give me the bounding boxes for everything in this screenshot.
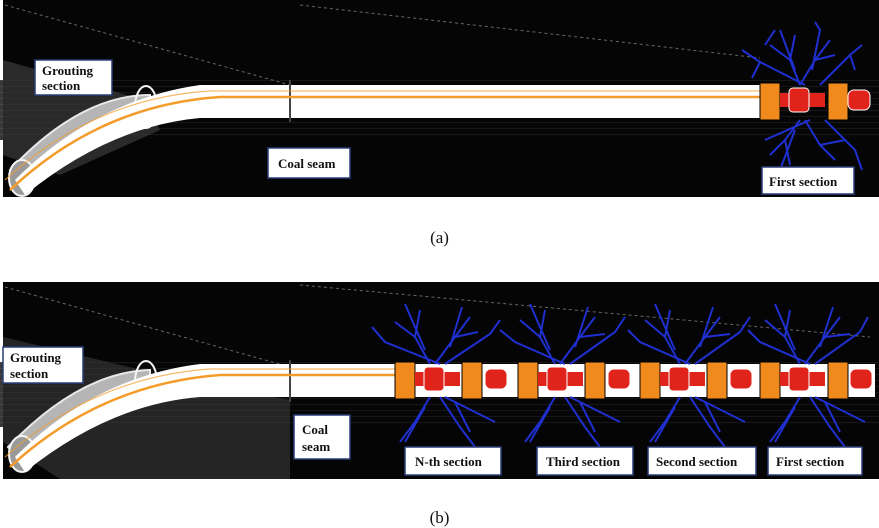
label-grouting-section: Grouting section — [34, 59, 113, 96]
fracture-network — [741, 21, 863, 171]
svg-text:Coal seam: Coal seam — [278, 156, 336, 171]
caption-b: (b) — [429, 508, 450, 527]
svg-text:section: section — [42, 78, 81, 93]
packer — [706, 361, 728, 400]
guide-line — [4, 4, 291, 86]
svg-text:Grouting: Grouting — [42, 63, 94, 78]
label-nth-section: N-th section — [404, 446, 502, 476]
packer — [759, 82, 781, 121]
tool-body — [423, 366, 445, 392]
label-first-section: First section — [761, 166, 855, 195]
svg-text:First section: First section — [776, 454, 845, 469]
borehole — [15, 85, 760, 195]
tool-head — [484, 368, 508, 390]
label-second-section: Second section — [647, 446, 757, 476]
tool-head — [729, 368, 753, 390]
label-grouting-section: Grouting section — [2, 346, 84, 384]
svg-text:Third section: Third section — [546, 454, 621, 469]
section-tools-second — [639, 361, 753, 400]
grouting-pipe — [9, 373, 395, 468]
packer — [461, 361, 483, 400]
fracture-network — [371, 303, 869, 448]
tool-body — [668, 366, 690, 392]
tool-head — [847, 89, 871, 111]
svg-text:First section: First section — [769, 174, 838, 189]
guide-line — [299, 4, 761, 59]
grouting-pipe-edge — [4, 368, 395, 458]
panel-b: Grouting section Coal seam N-th section … — [0, 282, 879, 482]
packer — [827, 82, 849, 121]
packer — [827, 361, 849, 400]
svg-text:Grouting: Grouting — [10, 350, 62, 365]
panel-a: Grouting section Coal seam First section — [0, 0, 879, 200]
section-tools-first — [759, 361, 873, 400]
label-third-section: Third section — [536, 446, 634, 476]
grouting-pipe-edge — [4, 90, 770, 181]
section-tools-nth — [394, 361, 508, 400]
svg-text:Coal: Coal — [302, 422, 328, 437]
packer — [517, 361, 539, 400]
svg-text:Second section: Second section — [656, 454, 738, 469]
packer — [584, 361, 606, 400]
tool-body — [546, 366, 568, 392]
label-coal-seam: Coal seam — [267, 147, 351, 179]
panel-a-diagram: Grouting section Coal seam First section — [0, 0, 879, 197]
tool-head — [849, 368, 873, 390]
guide-line — [4, 286, 291, 368]
packer — [759, 361, 781, 400]
caption-a: (a) — [430, 228, 449, 247]
packer — [394, 361, 416, 400]
svg-text:section: section — [10, 366, 49, 381]
label-coal-seam: Coal seam — [293, 414, 351, 460]
svg-text:seam: seam — [302, 439, 330, 454]
section-tools-third — [517, 361, 631, 400]
label-first-section: First section — [767, 446, 863, 476]
panel-b-diagram: Grouting section Coal seam N-th section … — [0, 282, 879, 479]
svg-text:N-th section: N-th section — [415, 454, 483, 469]
tool-body — [788, 87, 810, 113]
grouting-pipe — [9, 95, 770, 191]
tool-head — [607, 368, 631, 390]
packer — [639, 361, 661, 400]
tool-body — [788, 366, 810, 392]
